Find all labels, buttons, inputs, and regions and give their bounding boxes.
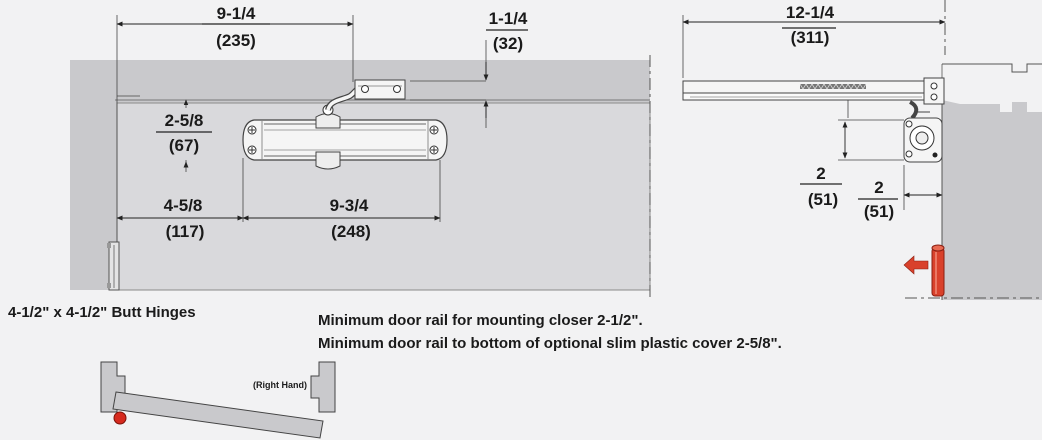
note-min-rail-cover: Minimum door rail to bottom of optional … bbox=[318, 335, 782, 352]
dim-vertical-mm: (51) bbox=[808, 190, 838, 209]
dim-vertical-inches: 2 bbox=[816, 164, 825, 183]
plan-door bbox=[112, 391, 324, 439]
dim-body-drop-mm: (67) bbox=[169, 136, 199, 155]
dim-shoe-height-inches: 1-1/4 bbox=[489, 9, 528, 28]
dim-arm-length-inches: 12-1/4 bbox=[786, 3, 835, 22]
dim-shoe-height-mm: (32) bbox=[493, 34, 523, 53]
dim-horizontal-mm: (51) bbox=[864, 202, 894, 221]
butt-hinge bbox=[107, 241, 120, 291]
dim-hinge-offset-mm: (117) bbox=[166, 222, 205, 241]
dim-horizontal-inches: 2 bbox=[874, 178, 883, 197]
dim-closer-length-mm: (235) bbox=[216, 31, 256, 50]
dim-body-length-mm: (248) bbox=[331, 222, 371, 241]
side-view: 12-1/4 (311) 2 (51) 2 (51) bbox=[682, 0, 1042, 300]
dim-arm-length-mm: (311) bbox=[791, 28, 830, 47]
dim-body-length-inches: 9-3/4 bbox=[330, 196, 369, 215]
hand-label: (Right Hand) bbox=[253, 380, 307, 390]
door-edge-red bbox=[931, 244, 945, 297]
plan-view: (Right Hand) bbox=[100, 361, 336, 439]
closer-body bbox=[242, 104, 448, 170]
side-closer-body bbox=[903, 100, 943, 163]
front-view: 9-1/4 (235) 1-1/4 (32) 2-5/8 (67) 4-5/8 … bbox=[8, 4, 651, 321]
side-arm bbox=[682, 77, 945, 105]
dim-body-drop-inches: 2-5/8 bbox=[165, 111, 204, 130]
swing-arrow-icon bbox=[903, 255, 929, 275]
pivot-point-icon bbox=[113, 411, 127, 425]
right-jamb bbox=[310, 361, 336, 413]
dim-hinge-offset-inches: 4-5/8 bbox=[164, 196, 203, 215]
note-min-rail: Minimum door rail for mounting closer 2-… bbox=[318, 312, 643, 329]
closer-arm bbox=[325, 79, 406, 111]
dim-closer-length-inches: 9-1/4 bbox=[217, 4, 256, 23]
hinge-label: 4-1/2" x 4-1/2" Butt Hinges bbox=[8, 304, 196, 321]
